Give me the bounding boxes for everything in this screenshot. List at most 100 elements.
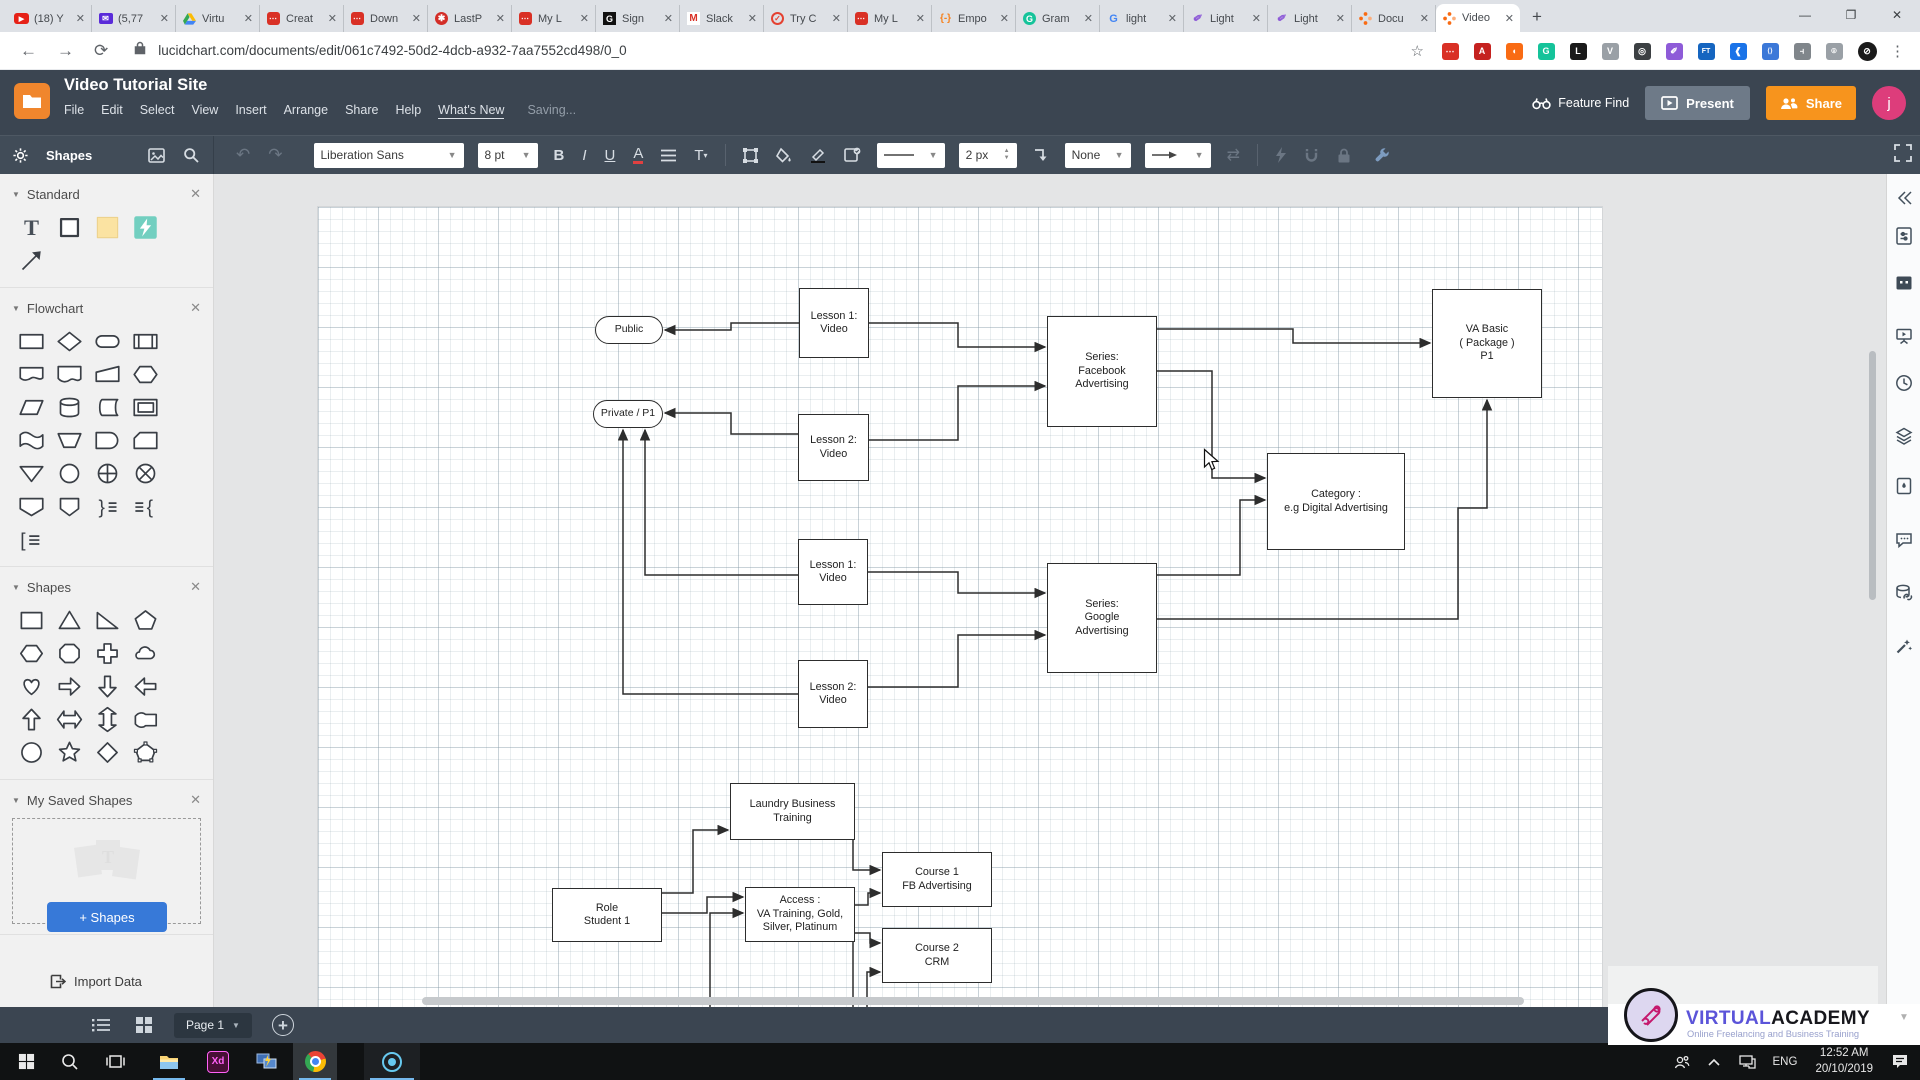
browser-tab-9[interactable]: MSlack✕ [680, 5, 764, 32]
shape-document-alt[interactable] [50, 358, 88, 391]
action-center-icon[interactable] [1892, 1054, 1908, 1069]
tab-close-icon[interactable]: ✕ [1084, 12, 1093, 25]
tab-close-icon[interactable]: ✕ [76, 12, 85, 25]
connector-15[interactable] [853, 840, 880, 870]
tab-close-icon[interactable]: ✕ [496, 12, 505, 25]
shape-star[interactable] [50, 736, 88, 769]
node-series-facebook[interactable]: Series: Facebook Advertising [1047, 316, 1157, 427]
browser-tab-2[interactable]: ✉(5,77✕ [92, 5, 176, 32]
remote-desktop-icon[interactable] [245, 1043, 289, 1080]
tab-close-icon[interactable]: ✕ [748, 12, 757, 25]
section-close-icon[interactable]: ✕ [190, 300, 201, 316]
connector-1[interactable] [869, 323, 1045, 347]
browser-tab-17[interactable]: Docu✕ [1352, 5, 1436, 32]
browser-tab-14[interactable]: Glight✕ [1100, 5, 1184, 32]
menu-arrange[interactable]: Arrange [284, 103, 328, 119]
lucidchart-extension-icon[interactable]: ◖ [1506, 43, 1523, 60]
page-grid-icon[interactable] [136, 1017, 152, 1033]
feature-find-button[interactable]: Feature Find [1532, 96, 1629, 110]
menu-insert[interactable]: Insert [235, 103, 266, 119]
tab-close-icon[interactable]: ✕ [1168, 12, 1177, 25]
red-app-extension-icon[interactable]: ⋯ [1442, 43, 1459, 60]
pen-purple-extension-icon[interactable]: ✐ [1666, 43, 1683, 60]
connector-7[interactable] [868, 635, 1045, 687]
minimize-button[interactable]: — [1782, 0, 1828, 30]
shape-style-button[interactable] [844, 147, 861, 163]
node-role-student1[interactable]: Role Student 1 [552, 888, 662, 942]
share-button[interactable]: Share [1766, 86, 1856, 120]
italic-button[interactable]: I [582, 147, 586, 164]
node-access[interactable]: Access : VA Training, Gold, Silver, Plat… [745, 887, 855, 942]
diagram-canvas[interactable]: PublicPrivate / P1Lesson 1: VideoLesson … [214, 174, 1886, 1007]
screen-recorder-icon[interactable] [364, 1043, 420, 1080]
vertical-scrollbar[interactable] [1869, 351, 1876, 600]
layers-icon[interactable] [1894, 426, 1914, 451]
browser-tab-18[interactable]: Video✕ [1436, 4, 1520, 32]
forward-icon[interactable]: → [57, 41, 74, 61]
shape-banner[interactable] [126, 703, 164, 736]
connector-14[interactable] [710, 913, 743, 1007]
text-options-button[interactable]: T▾ [694, 147, 707, 164]
start-button[interactable] [4, 1043, 48, 1080]
shape-process[interactable] [12, 325, 50, 358]
browser-tab-1[interactable]: ▶(18) Y✕ [8, 5, 92, 32]
node-lesson1-fb[interactable]: Lesson 1: Video [799, 288, 869, 358]
node-course1[interactable]: Course 1 FB Advertising [882, 852, 992, 907]
tab-close-icon[interactable]: ✕ [412, 12, 421, 25]
file-explorer-icon[interactable] [147, 1043, 191, 1080]
bookmark-star-icon[interactable]: ☆ [1411, 42, 1424, 60]
menu-file[interactable]: File [64, 103, 84, 119]
present-button[interactable]: Present [1645, 86, 1750, 120]
tab-close-icon[interactable]: ✕ [916, 12, 925, 25]
shape-internal-storage[interactable] [126, 391, 164, 424]
shape-shield[interactable] [50, 490, 88, 523]
shape-octagon[interactable] [50, 637, 88, 670]
line-color-button[interactable] [810, 147, 826, 163]
gear-icon[interactable] [12, 147, 29, 164]
shape-brace-right[interactable]: } [88, 490, 126, 523]
import-data-button[interactable]: Import Data [50, 974, 142, 989]
font-size-select[interactable]: 8 pt▼ [478, 143, 538, 168]
new-tab-button[interactable]: + [1524, 4, 1550, 30]
connector-5[interactable] [623, 430, 798, 694]
search-icon[interactable] [183, 147, 199, 163]
camera-grey-extension-icon[interactable]: ⌾ [1826, 43, 1843, 60]
page-settings-icon[interactable] [1894, 226, 1914, 251]
tab-close-icon[interactable]: ✕ [1420, 12, 1429, 25]
shape-connector[interactable] [50, 457, 88, 490]
fill-color-button[interactable] [776, 147, 792, 163]
section-close-icon[interactable]: ✕ [190, 792, 201, 808]
section-collapse-icon[interactable]: ▼ [12, 796, 20, 805]
tab-close-icon[interactable]: ✕ [1505, 12, 1514, 25]
shape-circle[interactable] [12, 736, 50, 769]
browser-menu-icon[interactable]: ⋮ [1890, 42, 1906, 60]
close-button[interactable]: ✕ [1874, 0, 1920, 30]
section-collapse-icon[interactable]: ▼ [12, 583, 20, 592]
shape-database[interactable] [50, 391, 88, 424]
padlock-icon[interactable] [134, 41, 146, 60]
shape-heart[interactable] [12, 670, 50, 703]
taskbar-clock[interactable]: 12:52 AM20/10/2019 [1815, 1046, 1873, 1077]
browser-tab-3[interactable]: Virtu✕ [176, 5, 260, 32]
browser-tab-10[interactable]: ✓Try C✕ [764, 5, 848, 32]
tab-close-icon[interactable]: ✕ [1252, 12, 1261, 25]
page-tab[interactable]: Page 1▼ [174, 1013, 252, 1038]
line-endpoint-select[interactable]: None▼ [1065, 143, 1131, 168]
browser-tab-5[interactable]: ⋯Down✕ [344, 5, 428, 32]
linked-data-icon[interactable] [1894, 583, 1914, 608]
browser-tab-13[interactable]: GGram✕ [1016, 5, 1100, 32]
connector-13[interactable] [662, 897, 743, 913]
grammarly-extension-icon[interactable]: G [1538, 43, 1555, 60]
shape-triangle[interactable] [50, 604, 88, 637]
connector-17[interactable] [855, 933, 880, 943]
connector-16[interactable] [855, 893, 880, 905]
more-shapes-button[interactable]: + Shapes [47, 902, 167, 932]
document-theme-icon[interactable] [1894, 476, 1914, 501]
document-list-icon[interactable] [92, 1018, 110, 1032]
shape-diamond[interactable] [88, 736, 126, 769]
shape-arrow-left[interactable] [126, 670, 164, 703]
shape-bracket-left[interactable]: [ [12, 523, 50, 556]
tab-close-icon[interactable]: ✕ [1336, 12, 1345, 25]
shape-data[interactable] [12, 391, 50, 424]
comments-icon[interactable] [1894, 530, 1914, 555]
